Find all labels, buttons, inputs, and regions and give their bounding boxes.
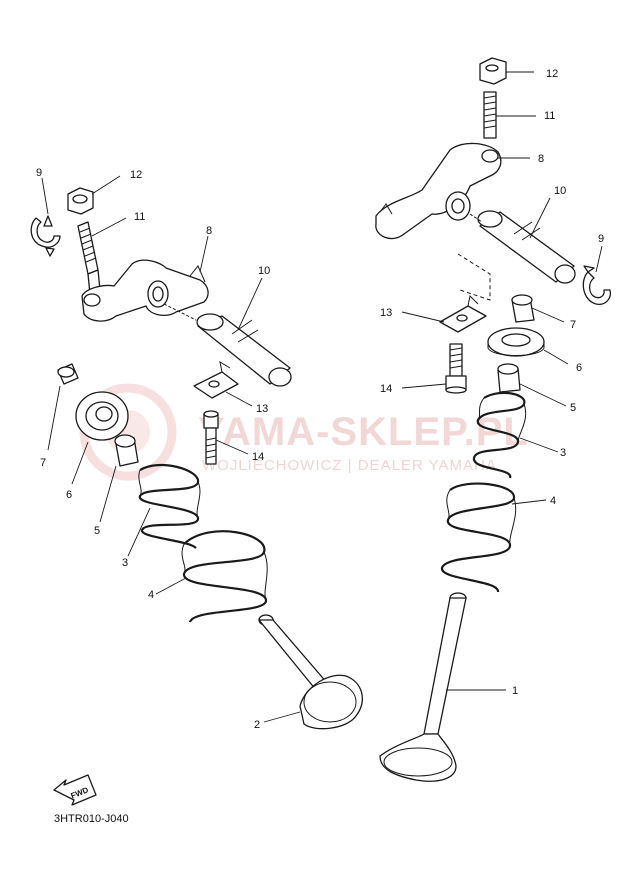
callout-left-6: 6 bbox=[66, 489, 72, 501]
watermark-main-text: YAMA-SKLEP.PL bbox=[198, 410, 529, 454]
right-circlip-part-9 bbox=[582, 265, 612, 305]
callout-right-10: 10 bbox=[554, 185, 566, 197]
left-rocker-arm-part-8 bbox=[81, 259, 209, 322]
left-lock-plate-part-13 bbox=[193, 360, 239, 399]
left-adjuster-part-11 bbox=[77, 221, 101, 295]
callout-left-10: 10 bbox=[258, 265, 270, 277]
callout-right-6: 6 bbox=[576, 362, 582, 374]
right-lock-plate-part-13 bbox=[439, 294, 487, 333]
leader-lines bbox=[41, 71, 603, 723]
callout-numbers-left: 9 12 11 8 10 13 14 7 6 5 3 4 2 bbox=[36, 167, 270, 731]
callout-left-3: 3 bbox=[122, 557, 128, 569]
callout-left-4: 4 bbox=[148, 589, 154, 601]
callout-left-5: 5 bbox=[94, 525, 100, 537]
right-guide-line bbox=[457, 253, 491, 301]
right-bolt-part-14 bbox=[445, 343, 467, 394]
callout-numbers-right: 12 11 8 10 9 13 7 6 14 5 3 4 1 bbox=[380, 68, 604, 697]
right-outer-spring-part-4 bbox=[440, 482, 517, 593]
callout-right-4: 4 bbox=[550, 495, 556, 507]
right-stem-seal-part-5 bbox=[497, 363, 521, 393]
watermark-sub-text: WOJLIECHOWICZ | DEALER YAMAHA bbox=[202, 457, 497, 474]
callout-left-11: 11 bbox=[134, 211, 145, 223]
left-rocker-shaft-part-10 bbox=[163, 303, 292, 387]
right-adjuster-part-11 bbox=[483, 91, 497, 139]
callout-right-14: 14 bbox=[380, 383, 392, 395]
callout-right-3: 3 bbox=[560, 447, 566, 459]
left-retainer-part-6 bbox=[75, 391, 129, 441]
left-bolt-part-14 bbox=[203, 410, 219, 465]
right-valve-assembly bbox=[375, 57, 612, 782]
callout-right-9: 9 bbox=[598, 233, 604, 245]
left-cotter-part-7 bbox=[57, 363, 79, 385]
left-valve-assembly bbox=[30, 187, 363, 730]
right-rocker-shaft-part-10 bbox=[469, 210, 576, 284]
callout-left-14: 14 bbox=[252, 451, 264, 463]
left-circlip-part-9 bbox=[30, 215, 61, 257]
fwd-badge: FWD bbox=[53, 774, 97, 806]
callout-right-5: 5 bbox=[570, 402, 576, 414]
right-rocker-arm-part-8 bbox=[375, 142, 502, 240]
right-inner-spring-part-3 bbox=[472, 391, 527, 479]
callout-right-13: 13 bbox=[380, 307, 392, 319]
callout-right-8: 8 bbox=[538, 153, 544, 165]
callout-right-7: 7 bbox=[570, 319, 576, 331]
left-inner-spring-part-3 bbox=[138, 464, 201, 549]
callout-left-9: 9 bbox=[36, 167, 42, 179]
right-retainer-part-6 bbox=[487, 327, 545, 357]
callout-left-8: 8 bbox=[206, 225, 212, 237]
diagram-code: 3HTR010-J040 bbox=[54, 813, 129, 825]
callout-left-13: 13 bbox=[256, 403, 268, 415]
left-stem-seal-part-5 bbox=[114, 434, 139, 467]
left-nut-part-12 bbox=[67, 187, 94, 215]
callout-right-11: 11 bbox=[544, 110, 555, 122]
right-valve-part-1 bbox=[379, 592, 467, 782]
left-outer-spring-part-4 bbox=[181, 530, 268, 623]
callout-left-2: 2 bbox=[254, 719, 260, 731]
callout-left-7: 7 bbox=[40, 457, 46, 469]
right-cotter-part-7 bbox=[511, 294, 535, 323]
callout-left-12: 12 bbox=[130, 169, 142, 181]
left-valve-part-2 bbox=[258, 614, 363, 730]
watermark: YAMA-SKLEP.PL WOJLIECHOWICZ | DEALER YAM… bbox=[79, 383, 529, 481]
callout-right-12: 12 bbox=[546, 68, 558, 80]
callout-right-1: 1 bbox=[512, 685, 518, 697]
right-nut-part-12 bbox=[479, 57, 507, 85]
